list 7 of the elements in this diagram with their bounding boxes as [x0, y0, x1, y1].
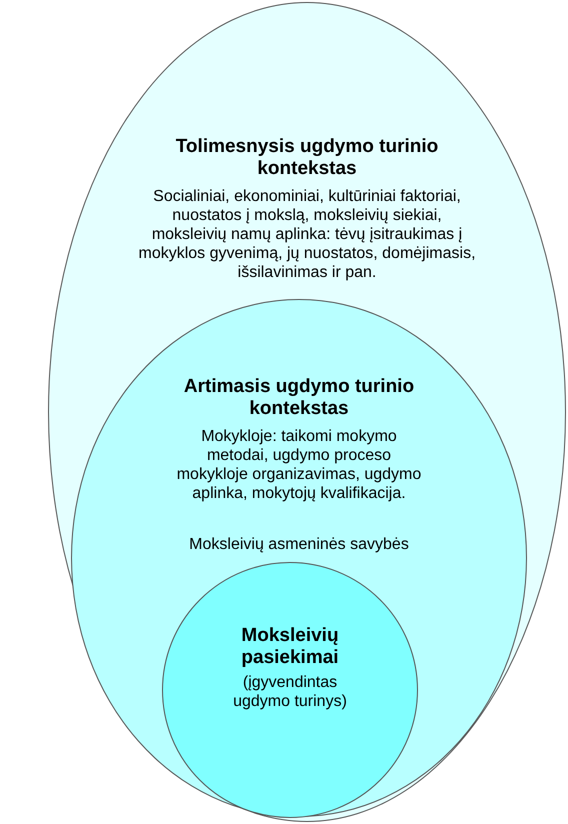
context-description: Moksleivių asmeninės savybės: [188, 535, 410, 554]
context-description: Mokykloje: taikomi mokymo metodai, ugdymo proceso mokykloje organizavimas, ugdymo aplinka, mokytojų kvalifikacija.: [176, 427, 422, 503]
context-heading: Artimasis ugdymo turinio kontekstas: [182, 376, 416, 420]
context-heading: Tolimesnysis ugdymo turinio kontekstas: [174, 136, 440, 180]
context-description: (įgyvendintas ugdymo turinys): [232, 673, 348, 711]
context-heading: Moksleivių pasiekimai: [240, 625, 340, 669]
context-description: Socialiniai, ekonominiai, kultūriniai faktoriai, nuostatos į mokslą, moksleivių siekiai, moksleivių namų aplinka: tėvų įsitraukimas į mokyklos gyvenimą, jų nuostatos, domėjimasis, išsilavinimas ir pan.: [137, 187, 477, 282]
